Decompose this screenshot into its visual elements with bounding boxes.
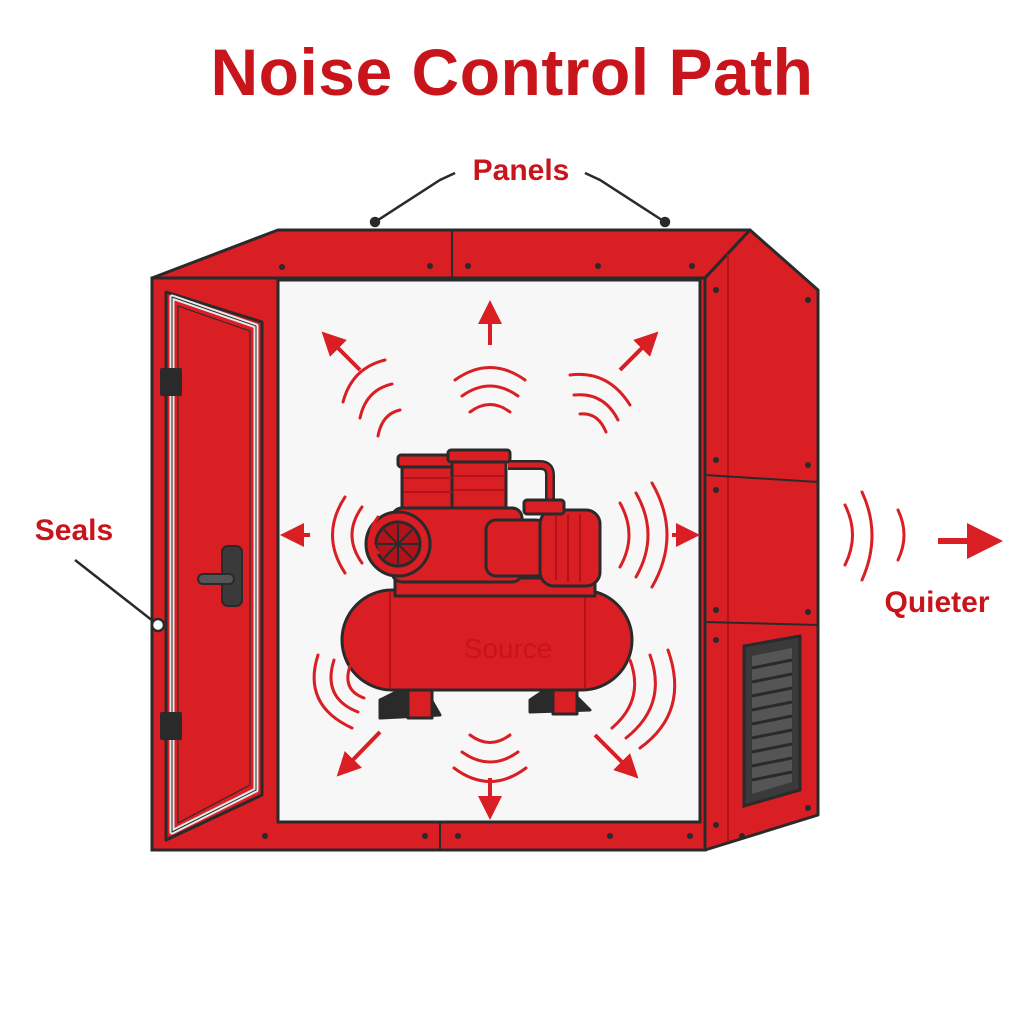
callout-leaders [74,171,671,633]
hinge-icon [160,368,182,396]
seals-label: Seals [35,514,113,547]
compressor-icon [340,448,634,720]
hinge-icon [160,712,182,740]
sound-wave-icon [312,358,906,783]
rivets [262,263,811,839]
panels-label: Panels [473,154,570,187]
door-handle-icon [197,545,243,607]
quieter-label: Quieter [884,586,989,619]
diagram-title: Noise Control Path [210,35,814,109]
arrow-icon [280,300,1003,820]
access-door [160,290,264,842]
source-label: Source [464,633,553,664]
vent-grille-icon [742,634,802,808]
